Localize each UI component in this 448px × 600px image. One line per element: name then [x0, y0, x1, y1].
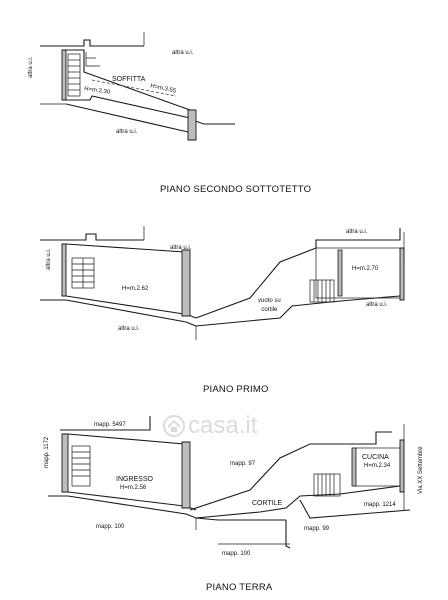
label-other-unit: altra u.i.	[170, 245, 192, 251]
watermark: casa.it	[163, 412, 257, 440]
boundary-right	[299, 499, 411, 519]
label-courtyard: CORTILE	[252, 500, 283, 507]
label-room-entrance: INGRESSO	[116, 476, 153, 483]
wall-left-first	[61, 243, 67, 297]
label-height: H=m.2.56	[120, 485, 147, 491]
label-height: H=m.2.34	[364, 463, 391, 469]
stair-right-ground	[313, 473, 341, 497]
label-other-unit: altra u.i.	[172, 50, 194, 56]
wall-bottom-ground	[48, 495, 286, 521]
label-other-unit: altra u.i.	[116, 129, 138, 135]
stair-right-first	[309, 279, 335, 303]
wall-left-second	[61, 49, 67, 101]
label-parcel: mapp. 1172	[44, 436, 50, 468]
courtyard-lower	[195, 485, 401, 519]
label-parcel: mapp. 100	[222, 551, 251, 557]
plan-ground-floor	[48, 416, 411, 549]
label-parcel: mapp. 100	[96, 524, 125, 530]
label-other-unit: altra u.i.	[118, 326, 140, 332]
room-first-lower	[65, 295, 185, 315]
ridge-line	[91, 79, 177, 97]
label-parcel: mapp. 97	[230, 461, 256, 467]
house-icon	[163, 415, 185, 437]
wall-top-ground	[60, 416, 151, 431]
label-other-unit: altra u.i.	[366, 302, 388, 308]
boundary-bottom-right	[285, 520, 291, 549]
label-other-unit: altra u.i.	[346, 229, 368, 235]
label-height: H=m.2.70	[352, 266, 379, 272]
courtyard-outline	[189, 431, 392, 511]
wall-bottom-first	[40, 299, 197, 327]
wall-top-second	[40, 39, 144, 47]
void-lower	[195, 295, 401, 327]
stair-second	[67, 52, 100, 97]
room-first-outline	[65, 243, 197, 319]
stair-ground	[71, 445, 91, 487]
plan-title-second: PIANO SECONDO SOTTOTETTO	[160, 184, 312, 195]
label-other-unit: altra u.i.	[28, 56, 34, 78]
label-room-attic: SOFFITTA	[112, 76, 146, 83]
wall-mid-ground	[181, 441, 191, 509]
plan-title-ground: PIANO TERRA	[206, 582, 273, 593]
wall-right-ground	[399, 439, 405, 493]
right-block-first	[315, 247, 405, 299]
watermark-text: casa.it	[188, 412, 258, 439]
label-street: Via XX Settembre	[418, 446, 424, 494]
label-courtyard-void: vuoto su cortile	[258, 298, 281, 313]
label-other-unit: altra u.i.	[46, 248, 52, 270]
label-parcel: mapp. 1214	[364, 502, 396, 508]
wall-top-left-first	[40, 233, 144, 241]
plan-first-floor	[40, 226, 405, 340]
wall-inner-first	[337, 249, 343, 297]
wall-right-second	[187, 109, 197, 141]
wall-left-ground	[61, 433, 69, 493]
plan-second-floor	[40, 32, 235, 141]
wall-inner-ground	[351, 447, 357, 487]
label-parcel: mapp. 99	[304, 526, 330, 532]
wall-mid-first	[181, 249, 191, 317]
label-room-kitchen: CUCINA	[362, 454, 389, 461]
attic-outline-lower	[66, 95, 191, 119]
stair-first	[71, 257, 95, 289]
wall-right-first	[399, 247, 405, 301]
entrance-lower	[67, 491, 185, 507]
label-height: H=m.2.62	[122, 286, 149, 292]
plan-title-first: PIANO PRIMO	[203, 384, 269, 395]
wall-lower-second	[65, 103, 189, 133]
label-parcel: mapp. 5497	[94, 422, 126, 428]
